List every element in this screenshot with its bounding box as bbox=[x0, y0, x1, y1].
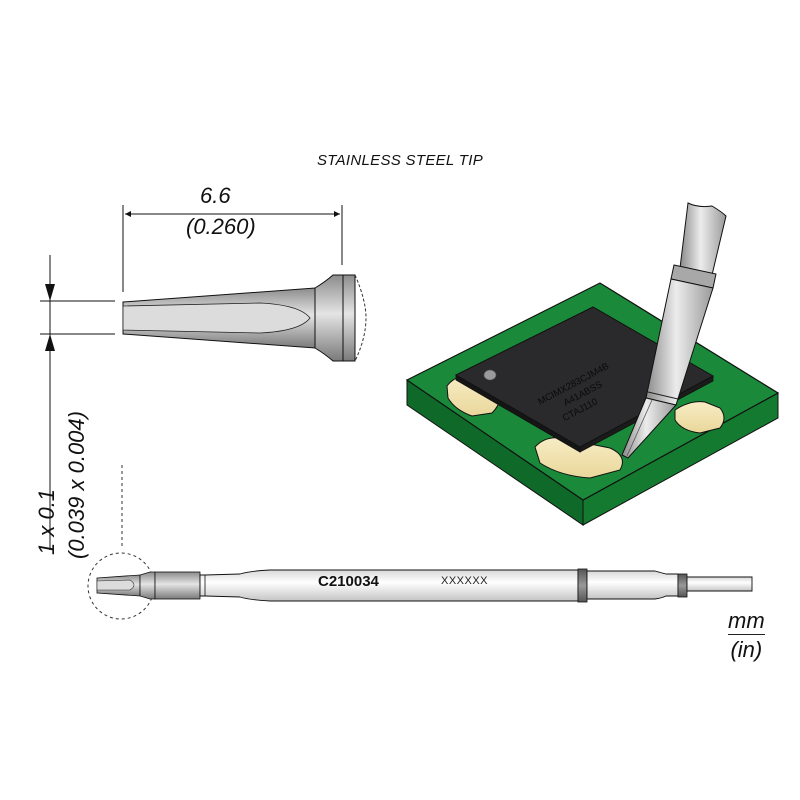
part-number: C210034 bbox=[318, 573, 379, 590]
length-in-label: (0.260) bbox=[186, 214, 256, 239]
cartridge-drawing bbox=[87, 465, 753, 620]
tip-enlarged bbox=[122, 274, 367, 362]
tip-size-in: (0.039 x 0.004) bbox=[64, 411, 89, 559]
unit-secondary: (in) bbox=[728, 634, 765, 663]
thickness-dimension bbox=[40, 255, 115, 550]
pcb-illustration: MCIMX283CJM4B A41ABSS CTAJ110 bbox=[405, 282, 780, 526]
serial-number: XXXXXX bbox=[441, 575, 489, 587]
tip-size-mm: 1 x 0.1 bbox=[34, 488, 59, 555]
unit-primary: mm bbox=[728, 608, 765, 633]
length-mm-label: 6.6 bbox=[200, 183, 231, 208]
soldering-iron bbox=[621, 202, 727, 459]
diagram-title: STAINLESS STEEL TIP bbox=[316, 152, 484, 169]
length-dimension bbox=[122, 205, 343, 292]
units-legend: mm (in) bbox=[728, 608, 765, 663]
tip-size-label: 1 x 0.1 (0.039 x 0.004) bbox=[34, 411, 90, 559]
